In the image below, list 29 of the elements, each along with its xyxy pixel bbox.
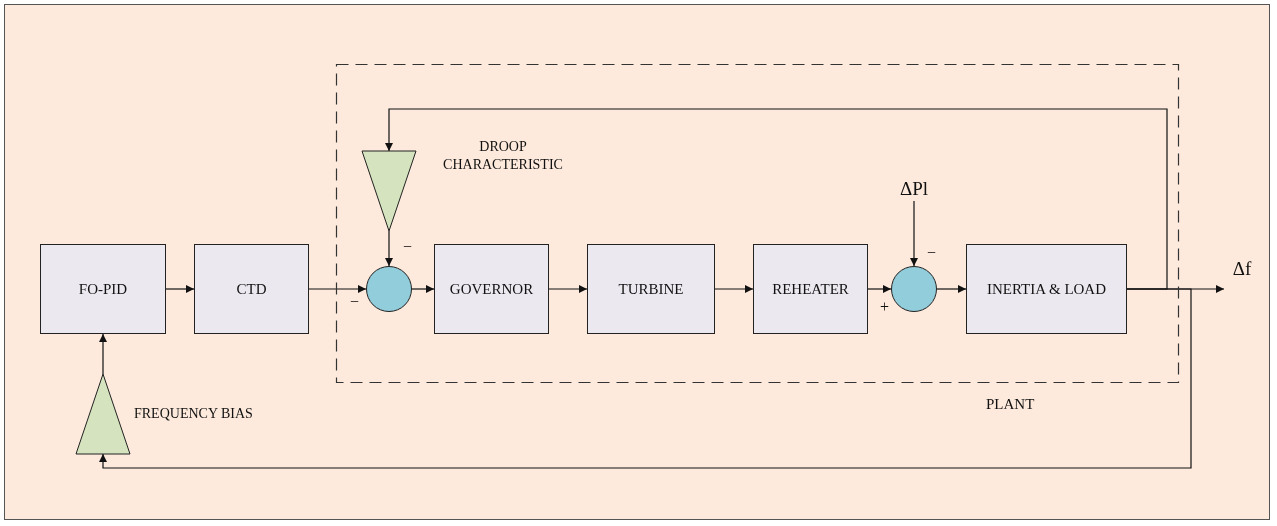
signal-label: ΔPl (899, 178, 929, 200)
block-box: REHEATER (753, 244, 868, 334)
sign-label: + (880, 298, 890, 316)
sign-label: − (403, 238, 413, 256)
sign-label: − (350, 293, 360, 311)
arrow (165, 285, 195, 293)
block-caption: DROOP CHARACTERISTIC (442, 138, 564, 174)
arrow (936, 285, 967, 293)
arrow (385, 108, 1168, 290)
block-caption: FREQUENCY BIAS (134, 405, 254, 423)
block-box: TURBINE (587, 244, 715, 334)
arrow (910, 200, 918, 267)
signal-label: Δf (1232, 258, 1252, 280)
arrow (714, 285, 754, 293)
arrow (99, 288, 1192, 469)
block-box: GOVERNOR (434, 244, 549, 334)
gain-triangle (362, 151, 416, 231)
arrow (99, 333, 107, 375)
arrow (548, 285, 588, 293)
arrow (385, 230, 393, 267)
block-box: FO-PID (40, 244, 166, 334)
block-box: CTD (194, 244, 309, 334)
group-title: PLANT (986, 396, 1035, 413)
block-box: INERTIA & LOAD (966, 244, 1127, 334)
arrow (411, 285, 435, 293)
arrow (867, 285, 892, 293)
sign-label: − (927, 244, 937, 262)
amplifier-triangle (76, 374, 130, 454)
arrow (308, 285, 367, 293)
